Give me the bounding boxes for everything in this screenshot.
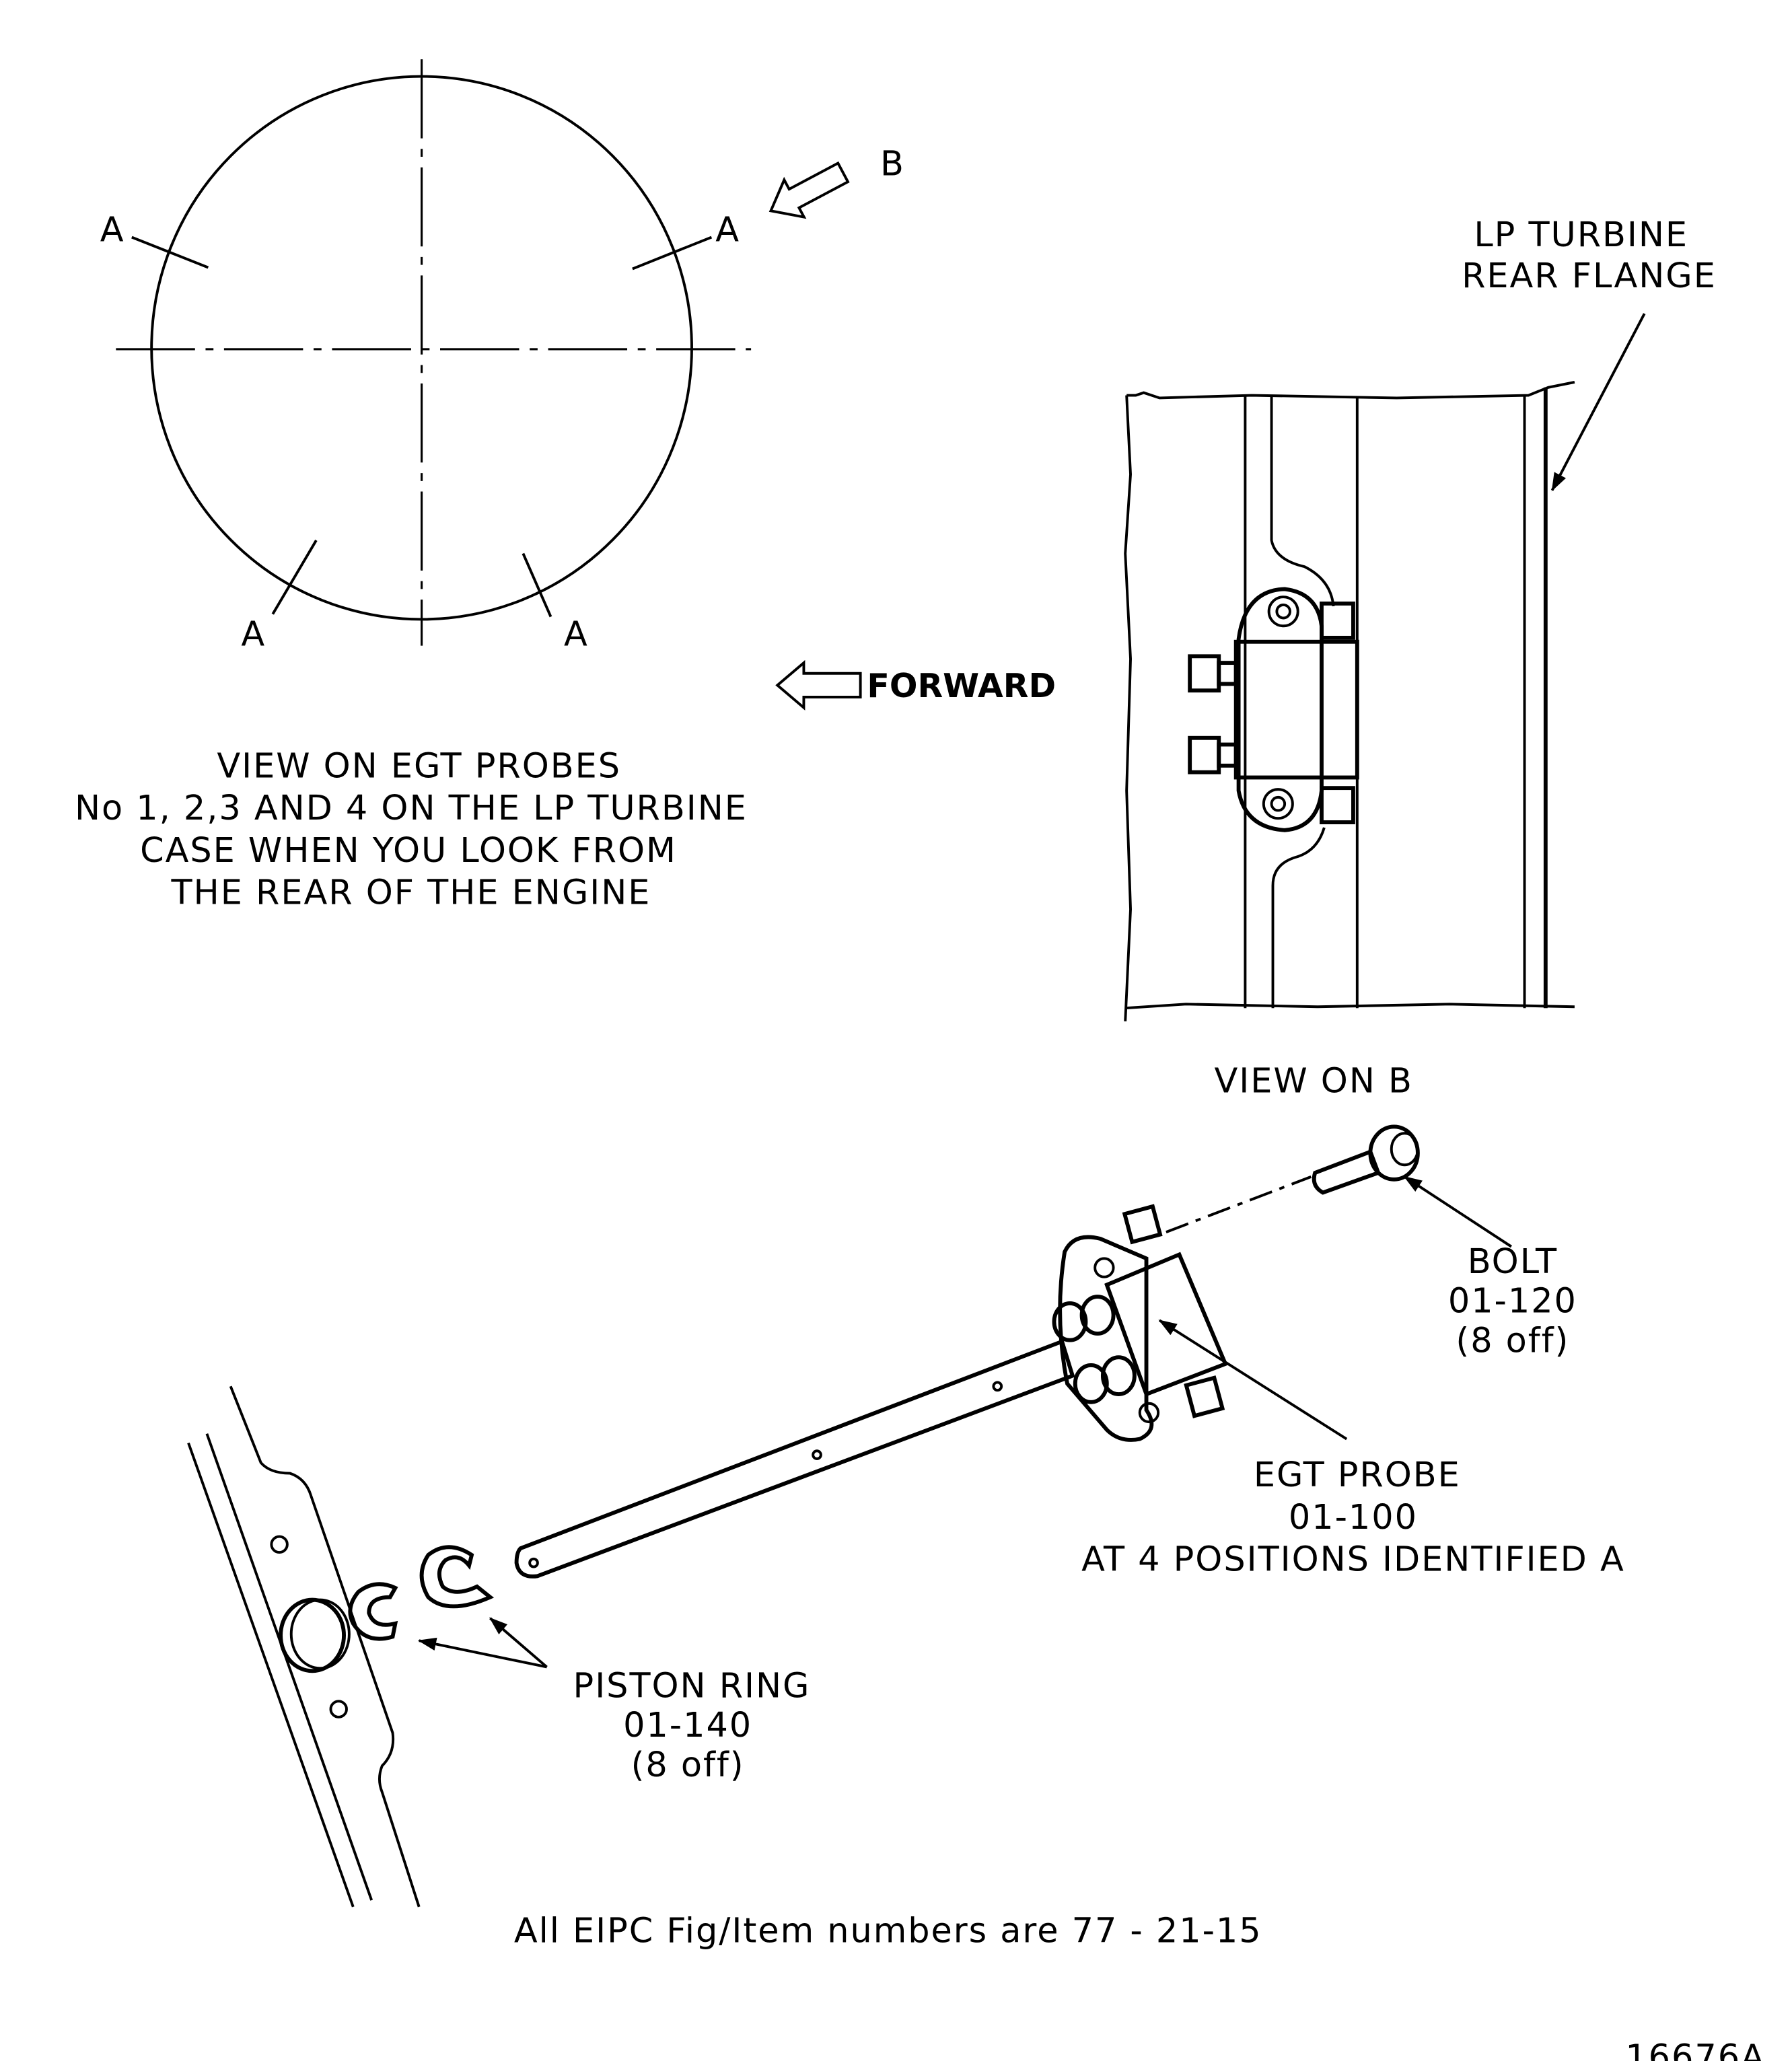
bolt-label: BOLT <box>1468 1242 1558 1282</box>
caption-line: THE REAR OF THE ENGINE <box>170 873 651 912</box>
probe-rod <box>514 1338 1075 1579</box>
egt-probe-part-number: 01-100 <box>1289 1498 1418 1538</box>
piston-ring-part-number: 01-140 <box>623 1706 752 1745</box>
bolt-leader-arrow <box>1403 1176 1512 1248</box>
view-b-label: B <box>880 144 904 184</box>
forward-label: FORWARD <box>867 667 1056 705</box>
flange-label: REAR FLANGE <box>1462 256 1717 296</box>
terminal-nut-icon <box>1052 1295 1137 1404</box>
terminal-nut-icon <box>1188 654 1238 774</box>
bolt-hole <box>1270 795 1287 812</box>
position-leader <box>271 539 318 615</box>
bolt-hole <box>1275 603 1291 620</box>
piston-ring-leader-arrow <box>417 1637 548 1669</box>
position-label-a: A <box>715 210 739 250</box>
eipc-reference-note: All EIPC Fig/Item numbers are 77 - 21-15 <box>514 1912 1262 1951</box>
bolt-quantity: (8 off) <box>1456 1321 1569 1361</box>
piston-ring-icon <box>348 1582 398 1641</box>
position-leader <box>522 552 552 618</box>
probe-flange <box>1236 587 1324 832</box>
probe-leader-arrow <box>1158 1319 1348 1441</box>
position-leader <box>131 236 209 269</box>
piston-ring-icon <box>419 1545 495 1609</box>
flange-leader-arrow <box>1550 313 1646 492</box>
caption-line: No 1, 2,3 AND 4 ON THE LP TURBINE <box>75 789 748 828</box>
bolt-hole <box>1094 1257 1115 1278</box>
probe-body <box>1233 639 1359 780</box>
rod-hole <box>992 1381 1003 1392</box>
piston-ring-quantity: (8 off) <box>631 1745 745 1785</box>
position-label-a: A <box>100 210 124 250</box>
rod-hole <box>812 1449 822 1460</box>
position-label-a: A <box>564 615 587 655</box>
flange-bottom-edge <box>1125 1003 1575 1010</box>
probe-flange <box>1058 1235 1154 1442</box>
egt-probe-label: EGT PROBE <box>1254 1455 1461 1495</box>
exploded-assembly: BOLT 01-120 (8 off) EGT PROBE 01-100 AT … <box>187 1124 1625 1908</box>
bolt-head-icon <box>1320 602 1355 825</box>
bolt-part-number: 01-120 <box>1448 1282 1577 1322</box>
drawing-number: 16676A <box>1625 2038 1765 2061</box>
view-b-arrow-icon <box>768 161 850 219</box>
probe-boss <box>289 1598 351 1670</box>
flange-label: LP TURBINE <box>1474 215 1688 255</box>
case-hole <box>329 1700 348 1719</box>
view-on-b-caption: VIEW ON B <box>1215 1062 1413 1101</box>
caption-line: CASE WHEN YOU LOOK FROM <box>140 831 677 871</box>
piston-ring-label: PISTON RING <box>573 1666 811 1706</box>
case-wall-line <box>187 1442 355 1908</box>
forward-arrow-icon <box>775 659 862 711</box>
caption-line: VIEW ON EGT PROBES <box>217 746 621 786</box>
probe-body <box>1104 1252 1228 1397</box>
flange-top-edge <box>1126 381 1575 400</box>
view-on-b: LP TURBINE REAR FLANGE VIEW ON B <box>1124 215 1717 1101</box>
break-line-left <box>1124 395 1133 1021</box>
bolt-head-icon <box>1122 1204 1225 1418</box>
bolt-hole <box>1262 788 1294 820</box>
position-label-a: A <box>241 615 264 655</box>
turbine-case-section-view: A A A A B FORWARD VIEW ON EGT PROBES No … <box>75 59 1056 912</box>
bolt-hole <box>1267 595 1299 628</box>
bolt-hole <box>1138 1402 1160 1424</box>
case-wall-line <box>205 1433 373 1901</box>
bolt-axis-line <box>1166 1176 1312 1233</box>
rod-hole <box>528 1557 539 1568</box>
boss-outline-top <box>1270 395 1335 607</box>
boss-outline-bottom <box>1271 827 1326 1009</box>
case-hole <box>270 1535 289 1554</box>
bolt-icon <box>1312 1124 1420 1195</box>
section-view-caption: VIEW ON EGT PROBES No 1, 2,3 AND 4 ON TH… <box>75 746 748 912</box>
position-leader <box>632 236 713 270</box>
piston-ring-leader-arrow <box>489 1617 548 1668</box>
egt-probe-positions: AT 4 POSITIONS IDENTIFIED A <box>1081 1540 1625 1579</box>
